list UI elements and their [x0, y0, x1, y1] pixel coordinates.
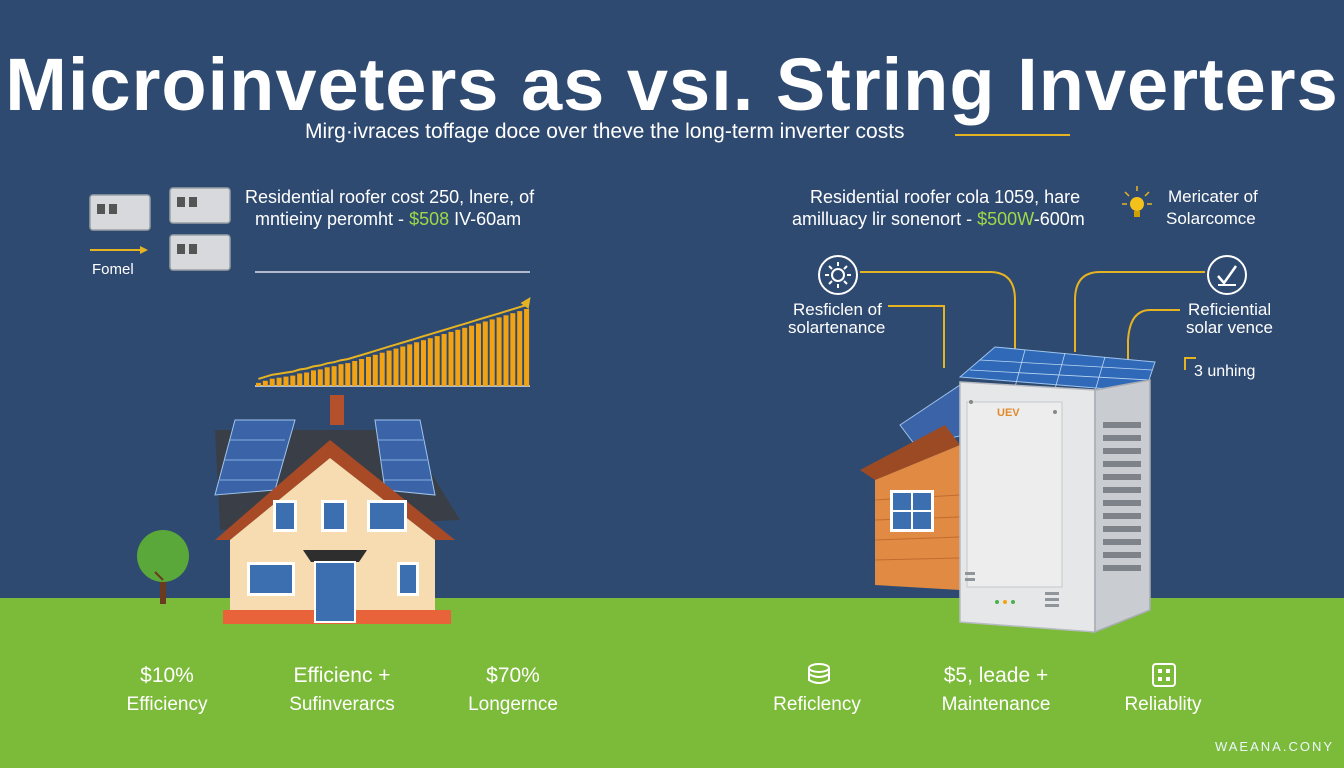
chart-bar [256, 382, 261, 386]
chart-bar [400, 346, 406, 386]
chart-bar [324, 367, 330, 386]
chart-bar [331, 366, 337, 386]
chart-bar [311, 370, 316, 386]
chart-bar [448, 331, 454, 386]
small-house-illustration [860, 384, 966, 590]
house-illustration [214, 395, 460, 624]
page-title: Microinveters as vsı. String Inverters [5, 43, 1339, 126]
chart-bar [469, 325, 475, 386]
check-gauge-icon [1207, 255, 1247, 295]
left-info-line2: mntieiny peromht - $508 IV-60am [255, 207, 521, 231]
chart-bar [393, 348, 399, 386]
inverter-brand-label: UEV [997, 407, 1020, 419]
chart-bar [489, 319, 495, 386]
callout-right-line2: solar vence [1186, 318, 1273, 337]
left-stat-1-label: Efficiency [126, 694, 208, 715]
reliability-grid-icon [1152, 663, 1176, 687]
chart-bar [524, 309, 530, 386]
chart-bar [510, 313, 516, 386]
chart-bar [503, 315, 509, 386]
chart-bar [434, 336, 440, 386]
right-info-text-a: amilluacy lir sonenort - [792, 209, 978, 229]
chart-bar [482, 321, 488, 386]
chart-bar [269, 378, 275, 386]
chart-bar [304, 372, 310, 386]
right-info-line1: Residential roofer cola 1059, hare [810, 187, 1081, 207]
right-info-line2: amilluacy lir sonenort - $500W-600m [792, 207, 1085, 231]
callout-left-line2: solartenance [788, 318, 886, 337]
chart-bar [345, 363, 351, 386]
watermark: WAEANA.CONY [1214, 739, 1334, 754]
sun-gear-icon [818, 255, 858, 295]
chart-bar [414, 342, 420, 386]
top-right-label-line2: Solarcomce [1166, 209, 1256, 228]
callout-left-line1: Resficlen of [793, 300, 882, 319]
chart-bar [276, 377, 282, 386]
top-right-label-line1: Mericater of [1168, 187, 1258, 206]
chart-trend-line [258, 304, 527, 380]
chart-bar [496, 317, 502, 386]
chart-bar [421, 340, 426, 386]
grass-ground [0, 598, 1344, 768]
left-info-line1: Residential roofer cost 250, lnere, of [245, 187, 535, 207]
chart-bar [359, 359, 365, 386]
chart-bar [455, 329, 461, 386]
chart-bar [366, 356, 371, 386]
chart-bar [427, 338, 433, 386]
right-stat-2-label: Maintenance [941, 694, 1051, 715]
right-info-price: $500W [977, 209, 1034, 229]
right-stat-2-value: $5, leade + [943, 664, 1049, 687]
chart-trend-arrow [520, 297, 531, 310]
right-stat-3-label: Reliablity [1124, 694, 1202, 715]
callout-right-line1: Reficiential [1188, 300, 1272, 319]
chart-bar [283, 376, 289, 386]
left-info-text-a: mntieiny peromht - [255, 209, 410, 229]
left-stat-3-value: $70% [486, 664, 540, 687]
string-inverter-cabinet [958, 346, 1156, 634]
chart-bar [407, 344, 413, 386]
left-info-text-b: IV-60am [449, 209, 522, 229]
callout-small-label: 3 unhing [1194, 363, 1256, 380]
subtitle-underline [955, 134, 1070, 136]
chart-bar [386, 350, 392, 386]
chart-bar [372, 354, 378, 386]
chart-bar [352, 361, 358, 386]
chart-bar [297, 373, 303, 386]
chart-bar [476, 323, 481, 386]
left-stat-1-value: $10% [140, 664, 194, 687]
chart-bar [290, 375, 296, 386]
left-stat-2-label: Sufinverarcs [289, 694, 395, 715]
right-stat-1-label: Reficlency [773, 694, 861, 715]
chart-bar [517, 311, 523, 386]
chart-bar [441, 334, 447, 386]
chart-bar [317, 369, 323, 386]
cost-growth-chart [255, 271, 531, 387]
tree-icon [137, 530, 189, 604]
left-stat-2-value: Efficienc + [293, 664, 391, 687]
left-info-price: $508 [409, 209, 450, 229]
units-label: Fomel [92, 261, 134, 278]
chart-bar [338, 364, 344, 386]
left-stat-3-label: Longernce [468, 694, 558, 715]
page-subtitle: Mirg·ivraces toffage doce over theve the… [305, 120, 905, 143]
chart-bar [462, 327, 468, 386]
right-info-text-b: -600m [1033, 209, 1085, 229]
lightbulb-icon [1122, 186, 1152, 217]
chart-bar [262, 380, 268, 386]
microinverter-units-icon [89, 187, 231, 271]
chart-bar [379, 352, 385, 386]
coin-stack-icon [808, 663, 830, 684]
